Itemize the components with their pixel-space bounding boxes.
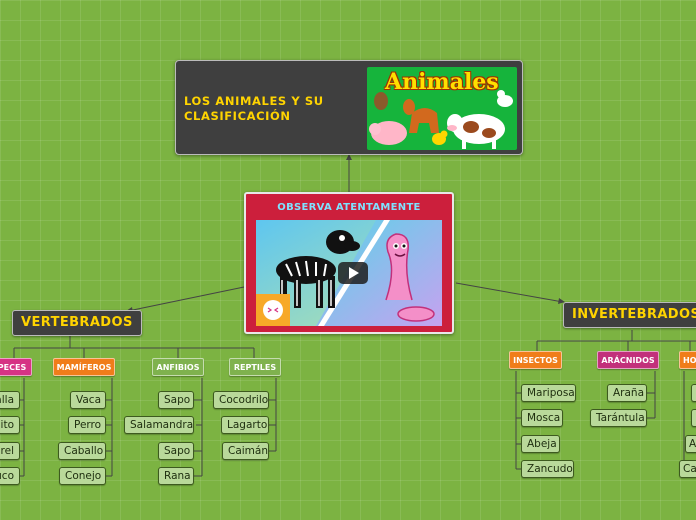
root-title: LOS ANIMALES Y SU CLASIFICACIÓN bbox=[184, 94, 324, 123]
leaf-mamiferos-1[interactable]: Vaca bbox=[70, 391, 106, 409]
leaf-insectos-4[interactable]: Zancudo bbox=[521, 460, 574, 478]
category-peces[interactable]: PECES bbox=[0, 358, 32, 376]
leaf-reptiles-3[interactable]: Caimán bbox=[222, 442, 269, 460]
leaf-mamiferos-2[interactable]: Perro bbox=[68, 416, 106, 434]
leaf-insectos-1[interactable]: Mariposa bbox=[521, 384, 576, 402]
leaf-partial-3[interactable]: A bbox=[685, 435, 696, 453]
leaf-anfibios-2[interactable]: Salamandra bbox=[124, 416, 194, 434]
animals-image: Animales bbox=[367, 67, 517, 150]
leaf-anfibios-1[interactable]: Sapo bbox=[158, 391, 194, 409]
branch-invertebrados[interactable]: INVERTEBRADOS bbox=[563, 302, 696, 328]
leaf-insectos-3[interactable]: Abeja bbox=[521, 435, 560, 453]
leaf-mamiferos-4[interactable]: Conejo bbox=[59, 467, 106, 485]
leaf-peces-3[interactable]: urel bbox=[0, 442, 20, 460]
leaf-peces-4[interactable]: uco bbox=[0, 467, 20, 485]
category-anfibios[interactable]: ANFIBIOS bbox=[152, 358, 204, 376]
leaf-aracnidos-1[interactable]: Araña bbox=[607, 384, 647, 402]
category-mamiferos[interactable]: MAMÍFEROS bbox=[53, 358, 115, 376]
leaf-partial-1[interactable] bbox=[691, 384, 696, 402]
leaf-peces-1[interactable]: alla bbox=[0, 391, 20, 409]
root-topic[interactable]: LOS ANIMALES Y SU CLASIFICACIÓN Animales bbox=[175, 60, 523, 155]
category-insectos[interactable]: INSECTOS bbox=[509, 351, 562, 369]
leaf-anfibios-4[interactable]: Rana bbox=[158, 467, 194, 485]
video-thumbnail[interactable] bbox=[256, 220, 442, 326]
leaf-mamiferos-3[interactable]: Caballo bbox=[58, 442, 106, 460]
leaf-partial-2[interactable] bbox=[691, 409, 696, 427]
leaf-anfibios-3[interactable]: Sapo bbox=[158, 442, 194, 460]
play-button[interactable] bbox=[338, 262, 368, 284]
leaf-insectos-2[interactable]: Mosca bbox=[521, 409, 563, 427]
category-reptiles[interactable]: REPTILES bbox=[229, 358, 281, 376]
animals-image-word: Animales bbox=[385, 69, 499, 95]
category-aracnidos[interactable]: ARÁCNIDOS bbox=[597, 351, 659, 369]
leaf-reptiles-1[interactable]: Cocodrilo bbox=[213, 391, 269, 409]
leaf-aracnidos-2[interactable]: Tarántula bbox=[590, 409, 647, 427]
video-topic[interactable]: OBSERVA ATENTAMENTE bbox=[244, 192, 454, 334]
farm-animals-illustration bbox=[369, 90, 513, 149]
video-title: OBSERVA ATENTAMENTE bbox=[277, 202, 421, 213]
leaf-reptiles-2[interactable]: Lagarto bbox=[221, 416, 269, 434]
leaf-peces-2[interactable]: nito bbox=[0, 416, 20, 434]
leaf-partial-4[interactable]: Ca bbox=[679, 460, 696, 478]
branch-vertebrados[interactable]: VERTEBRADOS bbox=[12, 310, 142, 336]
category-partial[interactable]: HO bbox=[679, 351, 696, 369]
